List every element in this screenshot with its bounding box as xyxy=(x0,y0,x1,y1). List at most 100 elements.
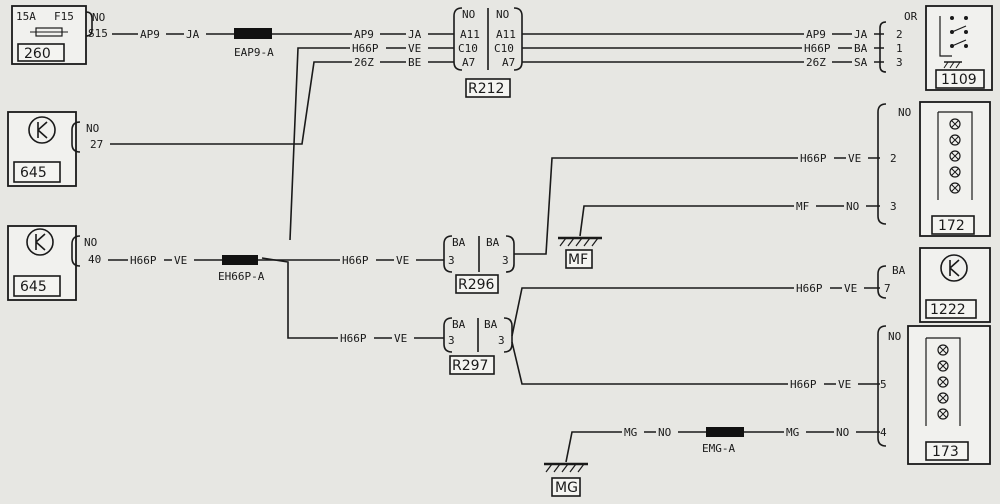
pin-s15: S15 xyxy=(88,27,108,40)
pin-173-4: 4 xyxy=(880,426,887,439)
wire-mg-to-173 xyxy=(565,431,880,463)
connector-1109: OR xyxy=(904,10,918,23)
wire-h66p-173-color: VE xyxy=(838,378,851,391)
connector-r212: NO NO A11 C10 A7 A11 C10 A7 R212 xyxy=(453,7,523,98)
wire-ap9-right-code: AP9 xyxy=(806,28,826,41)
component-number-260: 260 xyxy=(24,46,51,62)
connector-172: NO xyxy=(898,106,911,119)
wire-h66p-mid-color: VE xyxy=(408,42,421,55)
bracket-1222 xyxy=(877,265,887,299)
wire-h66p-right-code: H66P xyxy=(804,42,831,55)
wire-mf-to-172 xyxy=(579,205,880,237)
wire-paths xyxy=(108,33,884,463)
wire-h66p-r297-color: VE xyxy=(394,332,407,345)
wire-26z-right-code: 26Z xyxy=(806,56,826,69)
wire-h66p-645-color: VE xyxy=(174,254,187,267)
connector-1222: BA xyxy=(892,264,906,277)
bracket-173 xyxy=(877,325,887,447)
splice-eap9-label: EAP9-A xyxy=(234,46,274,59)
wire-h66p-mid-code: H66P xyxy=(352,42,379,55)
pin-40: 40 xyxy=(88,253,101,266)
splice-emg-a xyxy=(706,427,744,437)
switch-icon xyxy=(939,16,968,69)
component-number-172: 172 xyxy=(938,218,965,234)
splice-eap9-a xyxy=(234,28,272,39)
component-1109: OR 2 1 3 1109 xyxy=(896,5,993,91)
ground-mg: MG xyxy=(544,462,588,497)
component-260: 15A F15 260 NO S15 xyxy=(11,5,108,65)
r297-left-pin: 3 xyxy=(448,334,455,347)
component-1222: BA 7 1222 xyxy=(884,247,991,323)
pin-27: 27 xyxy=(90,138,103,151)
wire-h66p-172-code: H66P xyxy=(800,152,827,165)
r212-right-pin-1: A11 xyxy=(496,28,516,41)
component-number-645-top: 645 xyxy=(20,165,47,181)
component-173: NO 5 4 173 xyxy=(880,325,991,465)
lamp-array-icon xyxy=(925,337,961,426)
r212-left-header: NO xyxy=(462,8,475,21)
wire-h66p-r297-code: H66P xyxy=(340,332,367,345)
bracket-1109 xyxy=(879,21,887,73)
module-symbol-icon xyxy=(940,254,968,282)
ground-mf-label: MF xyxy=(568,252,588,268)
wire-h66p-riser xyxy=(289,47,454,241)
r297-left-header: BA xyxy=(452,318,466,331)
pin-1109-1: 1 xyxy=(896,42,903,55)
ground-mg-label: MG xyxy=(555,480,578,496)
ground-mf: MF xyxy=(558,236,602,269)
pin-173-5: 5 xyxy=(880,378,887,391)
component-645-top: 645 NO 27 xyxy=(7,111,103,187)
wire-h66p-r296-color: VE xyxy=(396,254,409,267)
wire-26z-mid-code: 26Z xyxy=(354,56,374,69)
splice-eh66p-a xyxy=(222,255,258,265)
r296-left-header: BA xyxy=(452,236,466,249)
r212-left-pin-1: A11 xyxy=(460,28,480,41)
wire-mf-172-color: NO xyxy=(846,200,859,213)
wire-mg-right-color: NO xyxy=(836,426,849,439)
pin-172-3: 3 xyxy=(890,200,897,213)
fuse-id: F15 xyxy=(54,10,74,23)
module-symbol-icon xyxy=(28,116,56,144)
component-number-173: 173 xyxy=(932,444,959,460)
r212-right-header: NO xyxy=(496,8,509,21)
r212-left-pin-2: C10 xyxy=(458,42,478,55)
wire-h66p-645-code: H66P xyxy=(130,254,157,267)
wire-mg-left-code: MG xyxy=(624,426,637,439)
connector-r297: BA BA 3 3 R297 xyxy=(443,317,513,375)
wire-h66p-1222-code: H66P xyxy=(796,282,823,295)
wire-h66p-right-color: BA xyxy=(854,42,868,55)
r212-left-pin-3: A7 xyxy=(462,56,475,69)
wire-h66p-r296-code: H66P xyxy=(342,254,369,267)
connector-645-top: NO xyxy=(86,122,99,135)
r212-right-pin-2: C10 xyxy=(494,42,514,55)
connector-260: NO xyxy=(92,11,105,24)
wire-26z-riser xyxy=(110,61,454,145)
component-number-1222: 1222 xyxy=(930,302,966,318)
module-symbol-icon xyxy=(26,228,54,256)
r212-number: R212 xyxy=(468,81,504,97)
connector-173: NO xyxy=(888,330,901,343)
lamp-array-icon xyxy=(937,111,973,200)
pin-172-2: 2 xyxy=(890,152,897,165)
wire-ap9-mid-color: JA xyxy=(408,28,422,41)
r296-left-pin: 3 xyxy=(448,254,455,267)
r296-right-pin: 3 xyxy=(502,254,509,267)
r297-number: R297 xyxy=(452,358,488,374)
splice-eh66p-label: EH66P-A xyxy=(218,270,265,283)
component-645-bottom: 645 NO 40 xyxy=(7,225,101,301)
wire-h66p-1222-color: VE xyxy=(844,282,857,295)
wire-mg-right-code: MG xyxy=(786,426,799,439)
pin-1109-3: 3 xyxy=(896,56,903,69)
wire-mf-172-code: MF xyxy=(796,200,809,213)
wire-r296-to-172 xyxy=(514,157,880,255)
r297-right-pin: 3 xyxy=(498,334,505,347)
wire-splice-to-r297 xyxy=(261,257,444,339)
wire-r297-to-1222 xyxy=(511,287,880,337)
wire-26z-mid-color: BE xyxy=(408,56,421,69)
wire-ap9-right-color: JA xyxy=(854,28,868,41)
wire-h66p-173-code: H66P xyxy=(790,378,817,391)
pin-1109-2: 2 xyxy=(896,28,903,41)
wire-ap9-mid-code: AP9 xyxy=(354,28,374,41)
r212-right-pin-3: A7 xyxy=(502,56,515,69)
